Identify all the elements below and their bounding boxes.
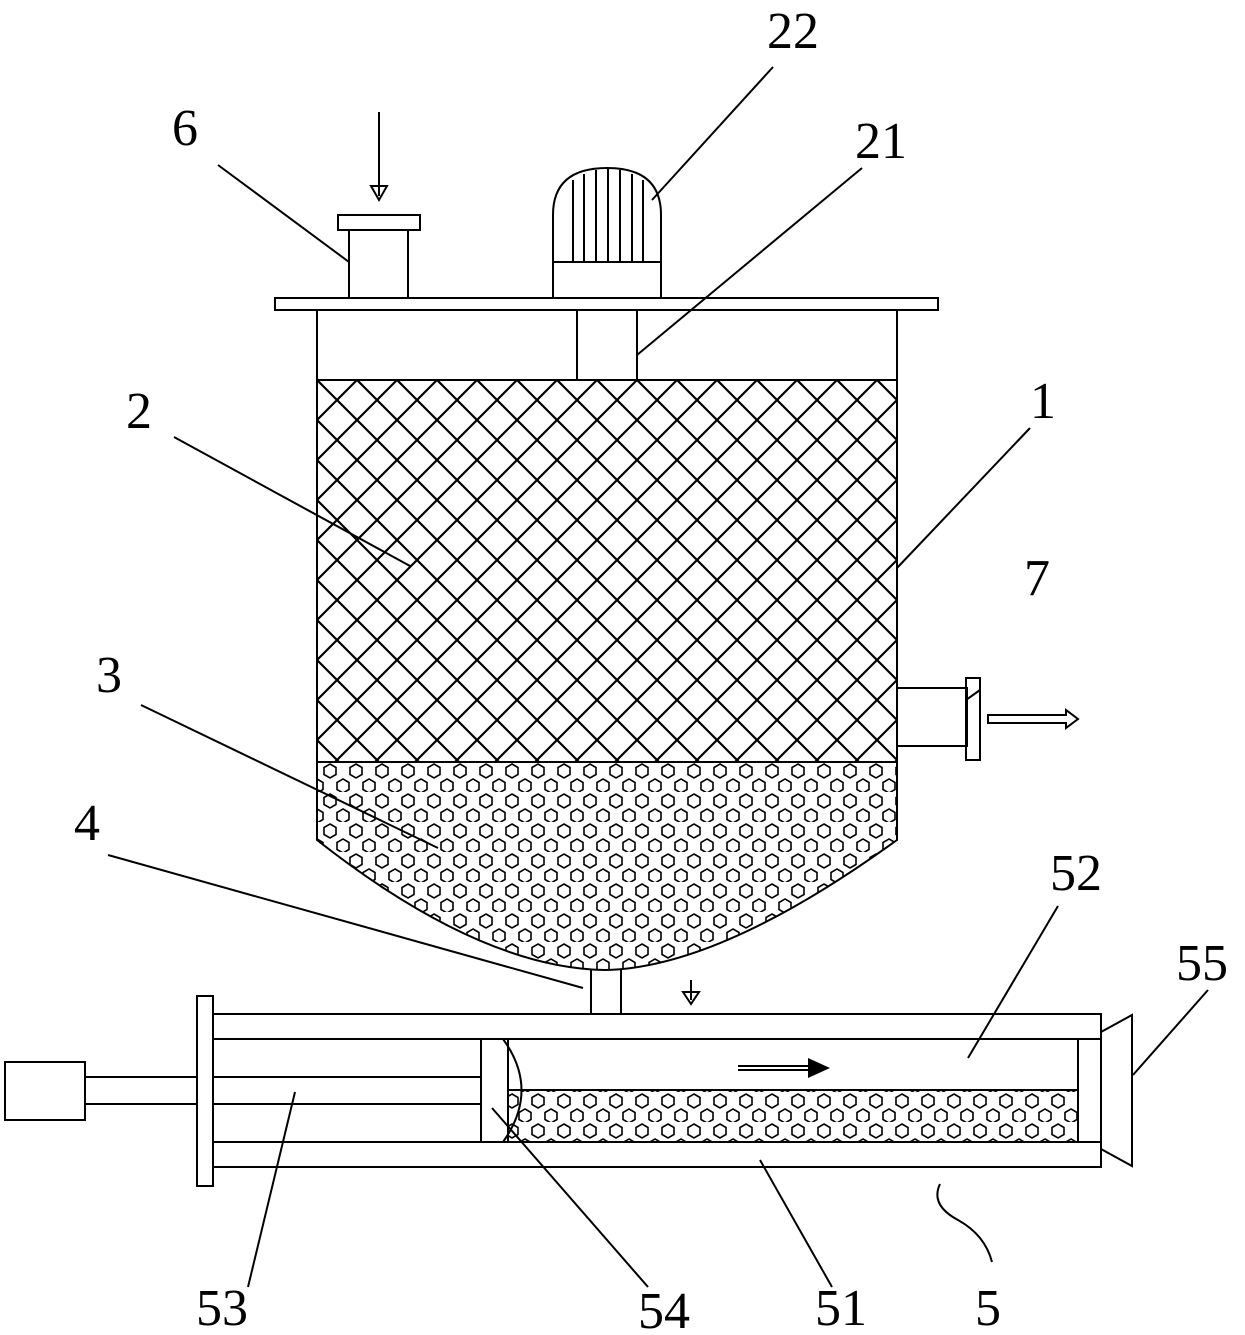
drive-motor bbox=[4, 1061, 86, 1121]
granular-layer bbox=[317, 762, 897, 970]
label-52: 52 bbox=[1050, 845, 1102, 902]
inlet-port bbox=[337, 112, 421, 299]
label-53: 53 bbox=[196, 1280, 248, 1335]
label-4: 4 bbox=[74, 795, 100, 852]
outlet-port bbox=[896, 677, 1080, 761]
drive-shaft bbox=[84, 1076, 198, 1105]
barrel-flange bbox=[196, 995, 214, 1187]
tank-body bbox=[316, 310, 898, 972]
label-22: 22 bbox=[767, 3, 819, 60]
extruder-barrel bbox=[212, 1013, 1102, 1168]
discharge-pipe bbox=[590, 970, 701, 1014]
die-head bbox=[1077, 1013, 1133, 1168]
stirrer-shaft bbox=[576, 309, 638, 381]
leader-lines bbox=[107, 66, 1209, 1288]
label-5: 5 bbox=[975, 1280, 1001, 1335]
label-2: 2 bbox=[126, 383, 152, 440]
label-6: 6 bbox=[172, 100, 198, 157]
label-7: 7 bbox=[1024, 550, 1050, 607]
tank-outline bbox=[316, 310, 898, 972]
motor bbox=[552, 166, 662, 299]
label-21: 21 bbox=[855, 113, 907, 170]
piston-head bbox=[480, 1038, 523, 1143]
piston-rod bbox=[212, 1076, 482, 1105]
crosshatch-layer bbox=[317, 380, 897, 762]
barrel-material bbox=[508, 1090, 1078, 1142]
tank-lid bbox=[274, 297, 939, 311]
barrel-top-wall bbox=[212, 1013, 1102, 1040]
label-54: 54 bbox=[638, 1283, 690, 1335]
barrel-bottom-wall bbox=[212, 1141, 1102, 1168]
label-3: 3 bbox=[96, 647, 122, 704]
label-51: 51 bbox=[815, 1280, 867, 1335]
label-1: 1 bbox=[1030, 373, 1056, 430]
label-55: 55 bbox=[1176, 935, 1228, 992]
